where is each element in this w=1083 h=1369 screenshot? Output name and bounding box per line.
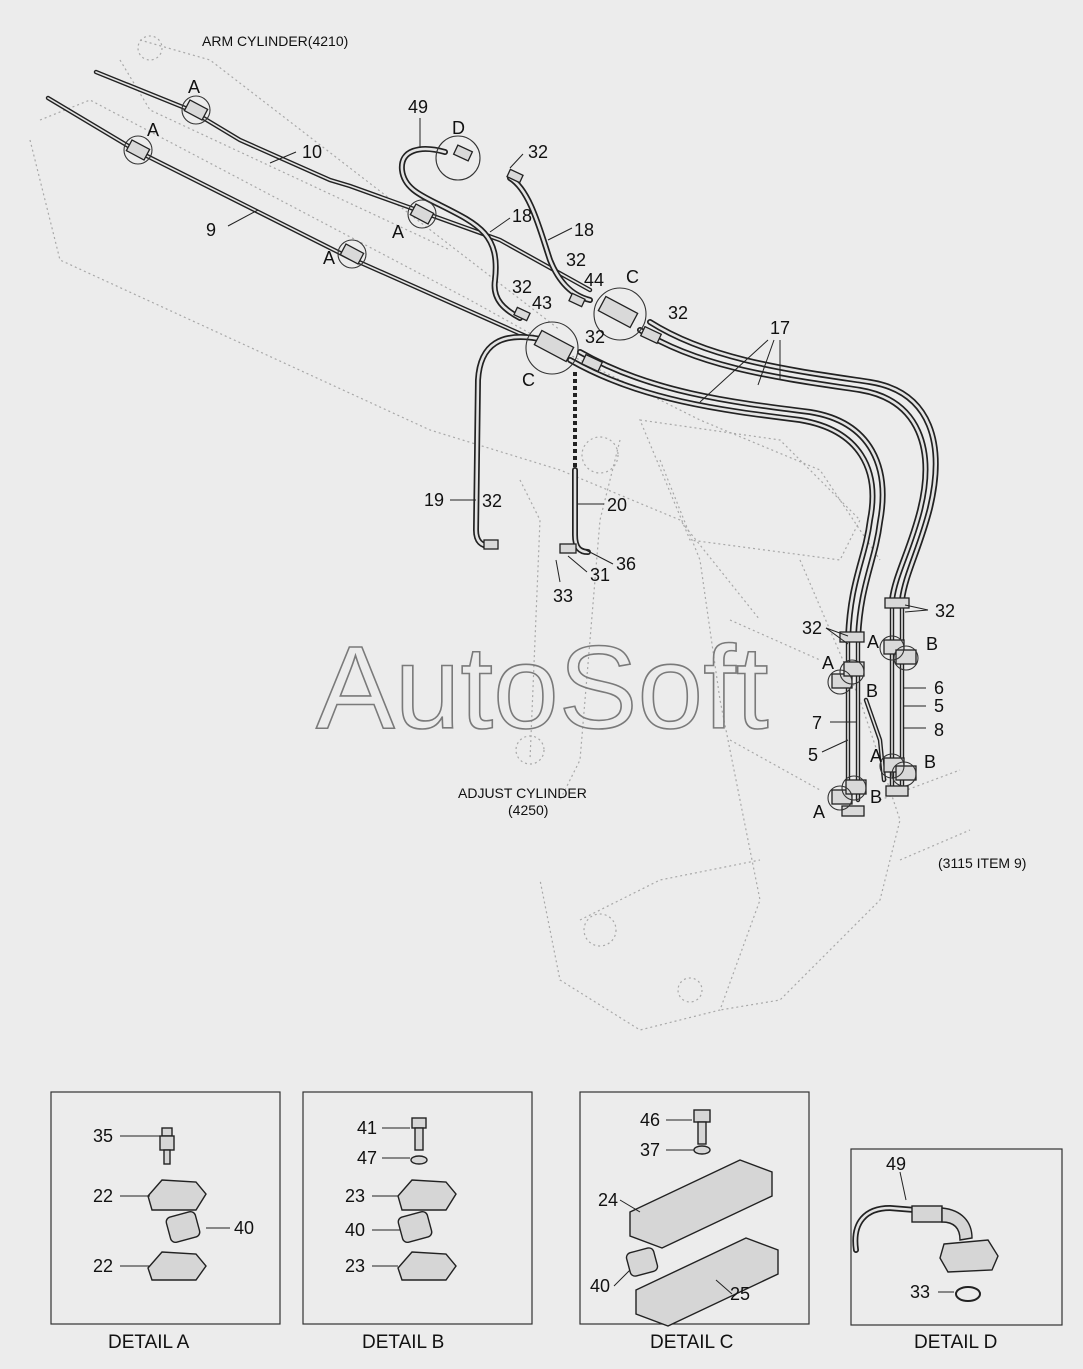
- ref-a-5: A: [867, 632, 879, 652]
- ref-b-1: B: [926, 634, 938, 654]
- detail-b-title: DETAIL B: [362, 1332, 444, 1353]
- hose-19: [473, 333, 548, 549]
- callout-32-h: 32: [802, 618, 822, 638]
- callout-8: 8: [934, 720, 944, 740]
- detail-reference-letters: A A A A D C C A B A B A B B A: [147, 77, 938, 822]
- pipe-9: [45, 95, 533, 341]
- detail-c-part-46: 46: [640, 1110, 660, 1130]
- callout-44: 44: [584, 270, 604, 290]
- detail-a-part-22-top: 22: [93, 1186, 113, 1206]
- detail-c-panel: 46 37 24 40 25 DETAIL C: [579, 1091, 810, 1353]
- ref-item-label: (3115 ITEM 9): [938, 855, 1026, 871]
- watermark-text: AutoSoft: [316, 622, 769, 754]
- callout-32-d: 32: [668, 303, 688, 323]
- callout-19: 19: [424, 490, 444, 510]
- ref-a-4: A: [323, 248, 335, 268]
- detail-c-title: DETAIL C: [650, 1332, 733, 1353]
- callout-18-a: 18: [512, 206, 532, 226]
- ref-a-2: A: [147, 120, 159, 140]
- callout-7: 7: [812, 713, 822, 733]
- ref-a-8: A: [813, 802, 825, 822]
- callout-32-e: 32: [585, 327, 605, 347]
- ref-b-3: B: [924, 752, 936, 772]
- callout-32-b: 32: [566, 250, 586, 270]
- callout-9: 9: [206, 220, 216, 240]
- hose-20: [572, 372, 591, 555]
- leader-lines: [227, 118, 929, 753]
- ref-a-7: A: [870, 746, 882, 766]
- callout-32-f: 32: [482, 491, 502, 511]
- detail-c-part-37: 37: [640, 1140, 660, 1160]
- ref-b-2: B: [866, 681, 878, 701]
- detail-a-panel: 35 22 40 22 DETAIL A: [50, 1091, 281, 1353]
- detail-c-part-25: 25: [730, 1284, 750, 1304]
- callout-20: 20: [607, 495, 627, 515]
- callout-32-c: 32: [512, 277, 532, 297]
- callout-32-a: 32: [528, 142, 548, 162]
- arm-cylinder-label: ARM CYLINDER(4210): [202, 33, 348, 49]
- fittings: [452, 144, 910, 817]
- ref-a-6: A: [822, 653, 834, 673]
- ref-c-2: C: [522, 370, 535, 390]
- detail-b-part-40: 40: [345, 1220, 365, 1240]
- detail-d-part-49: 49: [886, 1154, 906, 1174]
- detail-a-part-22-bottom: 22: [93, 1256, 113, 1276]
- detail-b-part-41: 41: [357, 1118, 377, 1138]
- callout-5-a: 5: [934, 696, 944, 716]
- detail-b-part-23-top: 23: [345, 1186, 365, 1206]
- detail-c-part-24: 24: [598, 1190, 618, 1210]
- detail-c-part-40: 40: [590, 1276, 610, 1296]
- callout-31: 31: [590, 565, 610, 585]
- callout-32-g: 32: [935, 601, 955, 621]
- callout-17: 17: [770, 318, 790, 338]
- callout-18-b: 18: [574, 220, 594, 240]
- detail-d-part-33: 33: [910, 1282, 930, 1302]
- hose-49-18: [398, 146, 593, 321]
- ref-c-1: C: [626, 267, 639, 287]
- callout-numbers: 10 9 49 32 18 18 32 44 32 43 32 32 17 19…: [206, 97, 955, 765]
- adjust-cylinder-code: (4250): [508, 802, 548, 818]
- ref-b-4: B: [870, 787, 882, 807]
- clamps: [123, 95, 919, 811]
- callout-33: 33: [553, 586, 573, 606]
- ref-a-1: A: [188, 77, 200, 97]
- detail-a-part-35: 35: [93, 1126, 113, 1146]
- detail-b-part-47: 47: [357, 1148, 377, 1168]
- ref-d: D: [452, 118, 465, 138]
- callout-49: 49: [408, 97, 428, 117]
- adjust-cylinder-label: ADJUST CYLINDER: [458, 785, 587, 801]
- detail-b-panel: 41 47 23 40 23 DETAIL B: [302, 1091, 533, 1353]
- ref-a-3: A: [392, 222, 404, 242]
- callout-5-b: 5: [808, 745, 818, 765]
- callout-43: 43: [532, 293, 552, 313]
- callout-10: 10: [302, 142, 322, 162]
- detail-d-title: DETAIL D: [914, 1332, 997, 1353]
- callout-36: 36: [616, 554, 636, 574]
- detail-a-part-40: 40: [234, 1218, 254, 1238]
- callout-6: 6: [934, 678, 944, 698]
- detail-d-panel: 49 33 DETAIL D: [850, 1148, 1063, 1353]
- detail-b-part-23-bottom: 23: [345, 1256, 365, 1276]
- boom-outline: [29, 35, 971, 1031]
- hose-bundle-17: [567, 319, 939, 643]
- detail-a-title: DETAIL A: [108, 1332, 190, 1353]
